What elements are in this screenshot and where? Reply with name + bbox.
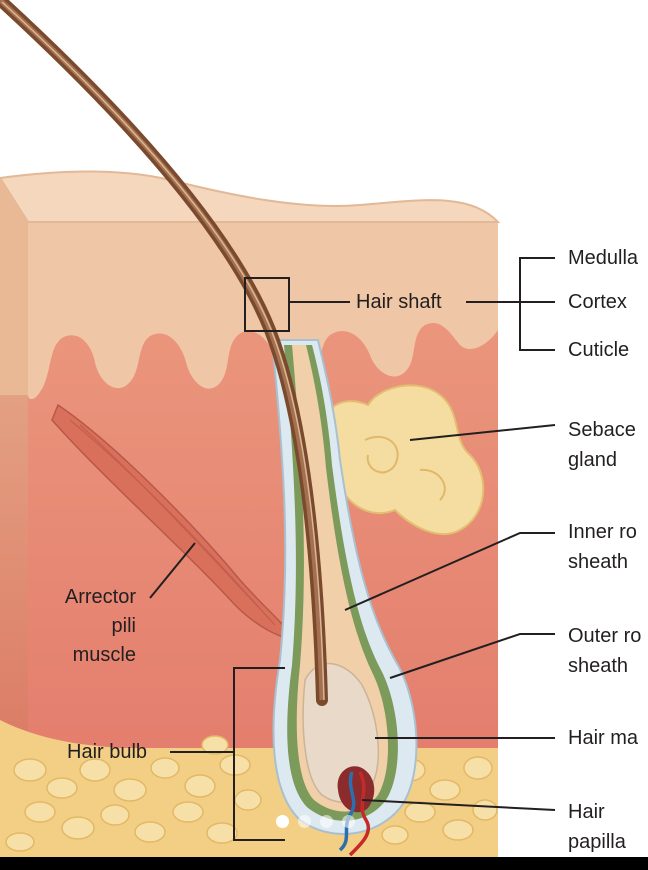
skin-surface (0, 170, 501, 223)
label-medulla: Medulla (568, 247, 639, 269)
label-inner-root-sheath-line1: Inner ro (568, 521, 637, 543)
label-sebaceous-gland-line2: gland (568, 449, 617, 471)
label-hair-matrix: Hair ma (568, 727, 639, 749)
bottom-bar (0, 857, 648, 870)
label-arrector-pili-line1: Arrector (64, 586, 136, 608)
label-hair-shaft: Hair shaft (356, 291, 442, 313)
carousel-dot-1[interactable] (276, 815, 289, 828)
label-hair-papilla-line1: Hair (568, 801, 605, 823)
sebaceous-gland (316, 384, 485, 536)
label-arrector-pili-line2: pili (111, 615, 136, 637)
carousel-dot-4[interactable] (342, 815, 355, 828)
label-cortex: Cortex (568, 291, 627, 313)
carousel-dot-3[interactable] (320, 815, 333, 828)
hair-shaft-detail-box (244, 277, 290, 332)
label-hair-papilla-line2: papilla (568, 831, 626, 853)
label-cuticle: Cuticle (568, 339, 630, 361)
leader-lines (149, 257, 556, 841)
carousel-dot-2[interactable] (298, 815, 311, 828)
label-outer-root-sheath-line1: Outer ro (568, 625, 642, 647)
label-inner-root-sheath-line2: sheath (568, 551, 629, 573)
label-outer-root-sheath-line2: sheath (568, 655, 629, 677)
arrector-pili-muscle (51, 403, 298, 641)
label-hair-bulb: Hair bulb (67, 741, 148, 763)
label-sebaceous-gland-line1: Sebace (568, 419, 636, 441)
label-arrector-pili-line3: muscle (72, 644, 136, 666)
